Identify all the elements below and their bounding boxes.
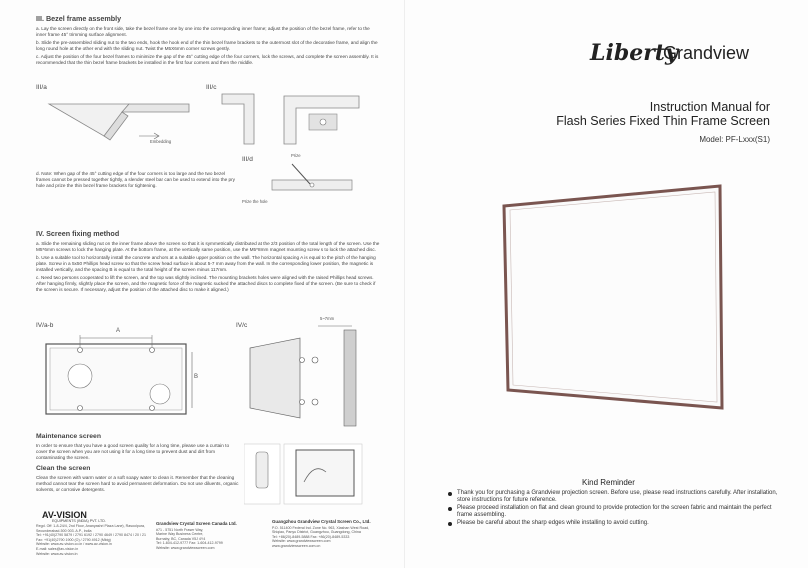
brand-logo-script: Liberty (590, 40, 678, 66)
left-panel: III. Bezel frame assembly a. Lay the scr… (36, 14, 381, 68)
pry-bar-illustration (271, 163, 353, 191)
cleaning-illustration (244, 443, 363, 505)
dimension-b-label: B (194, 374, 199, 380)
reminder-item: Thank you for purchasing a Grandview pro… (448, 490, 778, 504)
fig-label-3d: III/d (242, 156, 253, 163)
kind-reminder-title: Kind Reminder (582, 478, 635, 487)
wall-mount-dimension-diagram (45, 335, 193, 415)
reminder-item: Please be careful about the sharp edges … (448, 520, 778, 527)
section4-block: IV. Screen fixing method a. Slide the re… (36, 229, 381, 295)
section4-step-a: a. Slide the remaining sliding nut on th… (36, 241, 380, 252)
contacts-footer: AV-VISION EQUIPMENTS (INDIA) PVT. LTD. R… (36, 510, 381, 562)
dimension-a-label: A (116, 328, 121, 334)
canada-address: Grandview Crystal Screen Canada Ltd. #71… (156, 521, 237, 550)
section3-step-b: b. Slide the pre-assembled sliding nut t… (36, 40, 378, 51)
fig-label-4ab: IV/a-b (36, 322, 54, 329)
manual-title-line2: Flash Series Fixed Thin Frame Screen (556, 114, 770, 128)
av-vision-address: Regd. Off: 1-8-24/4, 2nd Floor, Ananyash… (36, 524, 146, 556)
maintenance-title: Maintenance screen (36, 433, 101, 440)
fig-label-4c: IV/c (236, 322, 248, 329)
bullet-icon (448, 506, 452, 511)
bullet-icon (448, 521, 452, 526)
manual-title-line1: Instruction Manual for (649, 100, 770, 114)
av-vision-logo: AV-VISION (42, 510, 87, 520)
fig-label-3a: III/a (36, 84, 47, 91)
section4-step-b: b. Use a suitable tool to horizontally i… (36, 255, 376, 272)
prize-hole-label: Prize the hole (242, 199, 268, 204)
maintenance-text: In order to ensure that you have a good … (36, 443, 230, 460)
screen-frame-illustration (502, 184, 724, 410)
embedding-label: Embedding (150, 139, 172, 144)
china-address: Guangzhou Grandview Crystal Screen Co., … (272, 519, 371, 548)
bullet-icon (448, 491, 452, 496)
section3-title: III. Bezel frame assembly (36, 14, 122, 23)
clean-title: Clean the screen (36, 465, 91, 472)
section3-step-c: c. Adjust the position of the four bezel… (36, 54, 379, 65)
kind-reminder-list: Thank you for purchasing a Grandview pro… (448, 490, 778, 528)
brand-logo-name: Grandview (663, 43, 750, 63)
fig-label-3c: III/c (206, 84, 217, 91)
clean-text: Clean the screen with warm water or a so… (36, 475, 239, 492)
bezel-corner-illustration (47, 103, 190, 141)
section3-note-d: d. Note: When gap of the 45° cutting edg… (36, 171, 235, 188)
maintenance-block: Maintenance screen In order to ensure th… (36, 433, 241, 495)
fold-divider (404, 0, 405, 568)
gap-dimension-label: 5~7mm (320, 316, 335, 321)
av-vision-subtitle: EQUIPMENTS (INDIA) PVT. LTD. (52, 519, 106, 523)
prize-label: Prize (291, 153, 301, 158)
screen-hanging-illustration (249, 325, 357, 427)
section4-step-c: c. Need two persons cooperated to lift t… (36, 275, 376, 292)
corner-screw-illustration (221, 93, 360, 145)
section3-step-a: a. Lay the screen directly on the front … (36, 26, 370, 37)
reminder-item: Please proceed installation on flat and … (448, 505, 778, 519)
model-number: Model: PF-Lxxx(S1) (699, 135, 770, 144)
section4-title: IV. Screen fixing method (36, 229, 120, 238)
